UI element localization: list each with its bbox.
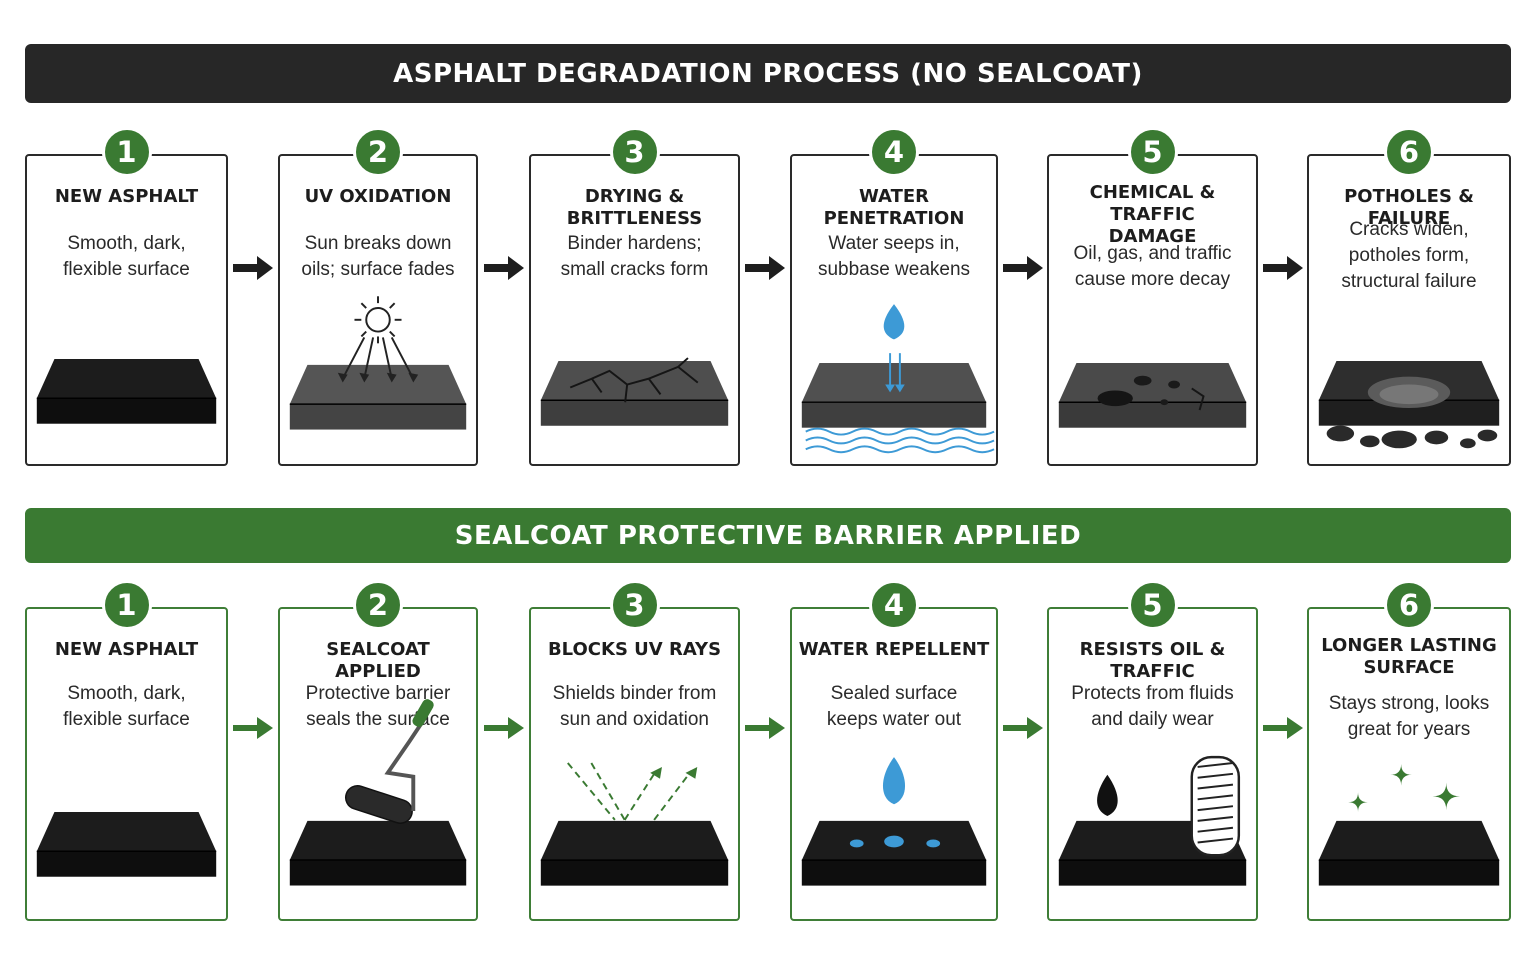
top-step-card-2: UV OXIDATION Sun breaks down oils; surfac… xyxy=(278,154,478,466)
step-title: WATER PENETRATION xyxy=(823,186,965,229)
step-title: NEW ASPHALT xyxy=(54,186,199,207)
new-asphalt-slab-icon xyxy=(36,812,217,877)
water-drop-slab-icon xyxy=(801,304,995,454)
step-description: Sun breaks down oils; surface fades xyxy=(301,233,455,280)
step-description: Cracks widen, potholes form, structural … xyxy=(1341,219,1477,292)
step-number-badge: 1 xyxy=(101,127,152,177)
step-number-badge: 3 xyxy=(609,127,660,177)
step-number-badge: 5 xyxy=(1127,127,1178,177)
step-title: DRYING & BRITTLENESS xyxy=(566,186,703,229)
step-description: Binder hardens; small cracks form xyxy=(560,233,709,280)
bottom-step-card-3: BLOCKS UV RAYS Shields binder from sun an… xyxy=(529,607,740,921)
step-number-badge: 4 xyxy=(869,580,919,630)
bottom-step-card-6: LONGER LASTING SURFACE Stays strong, look… xyxy=(1307,607,1511,921)
step-description: Protective barrier seals the surface xyxy=(305,683,451,730)
sun-rays-slab-icon xyxy=(289,296,467,430)
step-description: Stays strong, looks great for years xyxy=(1328,693,1490,740)
step-title: CHEMICAL & TRAFFIC DAMAGE xyxy=(1089,182,1216,247)
new-asphalt-slab-icon xyxy=(36,359,217,424)
step-number-badge: 4 xyxy=(869,127,919,177)
step-description: Smooth, dark, flexible surface xyxy=(63,233,190,280)
top-step-card-1: NEW ASPHALT Smooth, dark, flexible surfac… xyxy=(25,154,228,466)
paint-roller-slab-icon xyxy=(289,699,467,886)
step-title: RESISTS OIL & TRAFFIC xyxy=(1079,639,1226,682)
step-title: UV OXIDATION xyxy=(304,186,452,207)
degradation-banner: ASPHALT DEGRADATION PROCESS (NO SEALCOAT… xyxy=(25,44,1511,103)
step-title: WATER REPELLENT xyxy=(798,639,990,660)
bottom-step-card-4: WATER REPELLENT Sealed surface keeps wate… xyxy=(790,607,998,921)
stained-slab-icon xyxy=(1058,362,1247,428)
step-number-badge: 3 xyxy=(609,580,660,630)
step-description: Sealed surface keeps water out xyxy=(826,683,962,730)
step-number-badge: 6 xyxy=(1384,580,1434,630)
sparkle-slab-icon xyxy=(1318,764,1500,886)
reflected-rays-slab-icon xyxy=(540,762,729,886)
step-title: POTHOLES & FAILURE xyxy=(1344,186,1474,229)
step-description: Smooth, dark, flexible surface xyxy=(63,683,190,730)
step-description: Shields binder from sun and oxidation xyxy=(552,683,717,730)
sealcoat-banner: SEALCOAT PROTECTIVE BARRIER APPLIED xyxy=(25,508,1511,563)
step-number-badge: 2 xyxy=(353,580,403,630)
step-title: BLOCKS UV RAYS xyxy=(547,639,722,660)
step-title: LONGER LASTING SURFACE xyxy=(1321,635,1497,678)
step-number-badge: 1 xyxy=(101,580,152,630)
step-number-badge: 2 xyxy=(353,127,403,177)
step-number-badge: 6 xyxy=(1384,127,1434,177)
pothole-slab-icon xyxy=(1318,360,1500,449)
beading-water-slab-icon xyxy=(801,757,987,886)
step-description: Oil, gas, and traffic cause more decay xyxy=(1073,243,1232,290)
oil-tire-slab-icon xyxy=(1058,755,1247,886)
step-description: Protects from fluids and daily wear xyxy=(1071,683,1234,730)
step-title: NEW ASPHALT xyxy=(54,639,199,660)
step-description: Water seeps in, subbase weakens xyxy=(817,233,971,280)
cracked-slab-icon xyxy=(540,357,729,426)
step-number-badge: 5 xyxy=(1127,580,1178,630)
bottom-step-card-1: NEW ASPHALT Smooth, dark, flexible surfac… xyxy=(25,607,228,921)
step-title: SEALCOAT APPLIED xyxy=(326,639,430,682)
